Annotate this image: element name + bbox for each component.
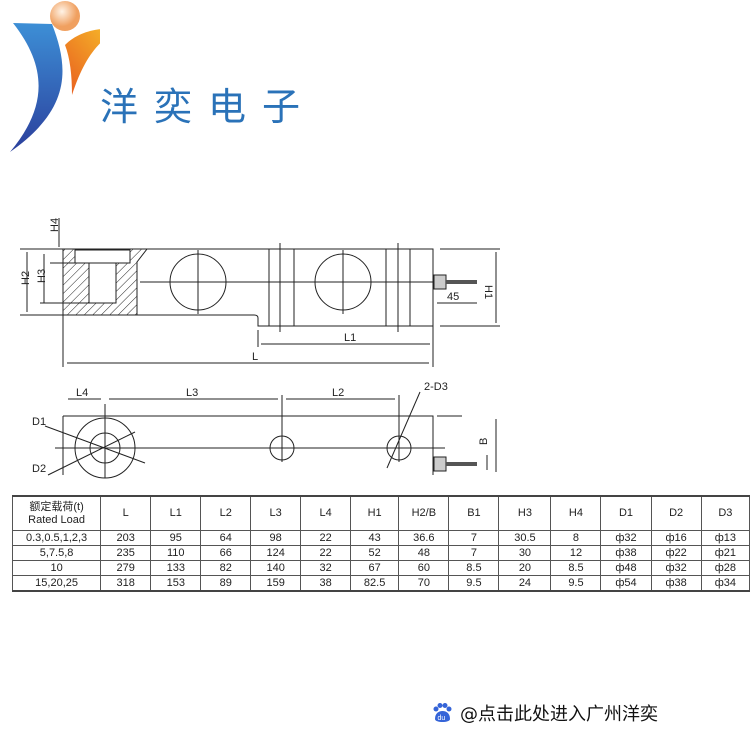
footer-link[interactable]: du @点击此处进入广州洋奕 — [430, 700, 658, 726]
table-cell: 9.5 — [550, 575, 602, 592]
table-cell: 89 — [200, 575, 252, 592]
baidu-paw-icon: du — [433, 703, 452, 722]
table-cell: 32 — [300, 560, 352, 576]
table-cell: 153 — [150, 575, 202, 592]
label-d2: D2 — [32, 463, 46, 475]
col-header: B1 — [448, 495, 500, 531]
table-cell: 98 — [250, 530, 302, 546]
table-cell: 48 — [398, 545, 450, 561]
table-cell: 12 — [550, 545, 602, 561]
label-45: 45 — [447, 291, 459, 303]
table-cell: 52 — [350, 545, 400, 561]
label-l4: L4 — [76, 387, 88, 399]
table-cell: 38 — [300, 575, 352, 592]
label-h2: H2 — [20, 271, 32, 285]
table-cell: 67 — [350, 560, 400, 576]
label-l3: L3 — [186, 387, 198, 399]
table-cell: 64 — [200, 530, 252, 546]
table-cell: 66 — [200, 545, 252, 561]
label-h3: H3 — [36, 269, 48, 283]
col-header: D3 — [700, 495, 750, 531]
col-header: L4 — [300, 495, 352, 531]
label-l1: L1 — [344, 332, 356, 344]
table-cell: ф38 — [600, 545, 652, 561]
table-cell: 203 — [100, 530, 152, 546]
col-header: L3 — [250, 495, 302, 531]
spec-table: 额定载荷(t)Rated Load L L1 L2 L3 L4 H1 H2/B … — [11, 495, 750, 592]
col-header: D1 — [600, 495, 652, 531]
col-header: H3 — [498, 495, 552, 531]
label-h4: H4 — [49, 218, 61, 232]
table-cell: 7 — [448, 545, 500, 561]
rated-load-cell: 15,20,25 — [11, 575, 102, 592]
label-b: B — [478, 438, 490, 445]
table-cell: 279 — [100, 560, 152, 576]
table-cell: 8 — [550, 530, 602, 546]
col-header: H1 — [350, 495, 400, 531]
table-cell: 235 — [100, 545, 152, 561]
rated-load-cell: 5,7.5,8 — [11, 545, 102, 561]
table-cell: 318 — [100, 575, 152, 592]
table-cell: 110 — [150, 545, 202, 561]
table-cell: ф21 — [700, 545, 750, 561]
table-cell: 22 — [300, 530, 352, 546]
table-cell: ф54 — [600, 575, 652, 592]
table-cell: 159 — [250, 575, 302, 592]
table-cell: 140 — [250, 560, 302, 576]
table-header-row: 额定载荷(t)Rated Load L L1 L2 L3 L4 H1 H2/B … — [11, 495, 750, 531]
label-2-d3: 2-D3 — [424, 381, 448, 393]
col-header: L — [100, 495, 152, 531]
table-cell: 8.5 — [448, 560, 500, 576]
label-d1: D1 — [32, 416, 46, 428]
brand-name: 洋奕电子 — [100, 85, 317, 129]
col-header: D2 — [650, 495, 702, 531]
label-l2: L2 — [332, 387, 344, 399]
header-en: Rated Load — [28, 513, 86, 526]
table-cell: 9.5 — [448, 575, 500, 592]
table-cell: 20 — [498, 560, 552, 576]
table-cell: 70 — [398, 575, 450, 592]
table-cell: 95 — [150, 530, 202, 546]
table-cell: ф48 — [600, 560, 652, 576]
table-cell: 7 — [448, 530, 500, 546]
table-cell: 82.5 — [350, 575, 400, 592]
table-cell: ф34 — [700, 575, 750, 592]
table-cell: 43 — [350, 530, 400, 546]
rated-load-cell: 10 — [11, 560, 102, 576]
table-cell: ф16 — [650, 530, 702, 546]
table-cell: 24 — [498, 575, 552, 592]
table-cell: ф32 — [600, 530, 652, 546]
rated-load-cell: 0.3,0.5,1,2,3 — [11, 530, 102, 546]
table-cell: 22 — [300, 545, 352, 561]
table-cell: ф22 — [650, 545, 702, 561]
table-cell: 30.5 — [498, 530, 552, 546]
technical-drawing: H4 H2 H3 H1 45 L1 L L4 L3 L2 2-D3 D1 D2 … — [20, 218, 500, 479]
col-header: L1 — [150, 495, 202, 531]
table-cell: 133 — [150, 560, 202, 576]
header-cn: 额定载荷(t) — [29, 500, 84, 513]
table-cell: ф32 — [650, 560, 702, 576]
table-cell: 124 — [250, 545, 302, 561]
svg-text:du: du — [438, 715, 446, 722]
footer-link-text[interactable]: @点击此处进入广州洋奕 — [460, 704, 658, 725]
table-cell: 30 — [498, 545, 552, 561]
table-cell: ф38 — [650, 575, 702, 592]
col-header: H4 — [550, 495, 602, 531]
col-header: H2/B — [398, 495, 450, 531]
brand-logo — [10, 1, 100, 152]
table-cell: 8.5 — [550, 560, 602, 576]
table-cell: 60 — [398, 560, 450, 576]
table-cell: 82 — [200, 560, 252, 576]
table-cell: ф13 — [700, 530, 750, 546]
header-rated-load: 额定载荷(t)Rated Load — [11, 495, 102, 531]
label-h1: H1 — [482, 285, 494, 299]
table-cell: 36.6 — [398, 530, 450, 546]
table-cell: ф28 — [700, 560, 750, 576]
label-l: L — [252, 351, 258, 363]
col-header: L2 — [200, 495, 252, 531]
